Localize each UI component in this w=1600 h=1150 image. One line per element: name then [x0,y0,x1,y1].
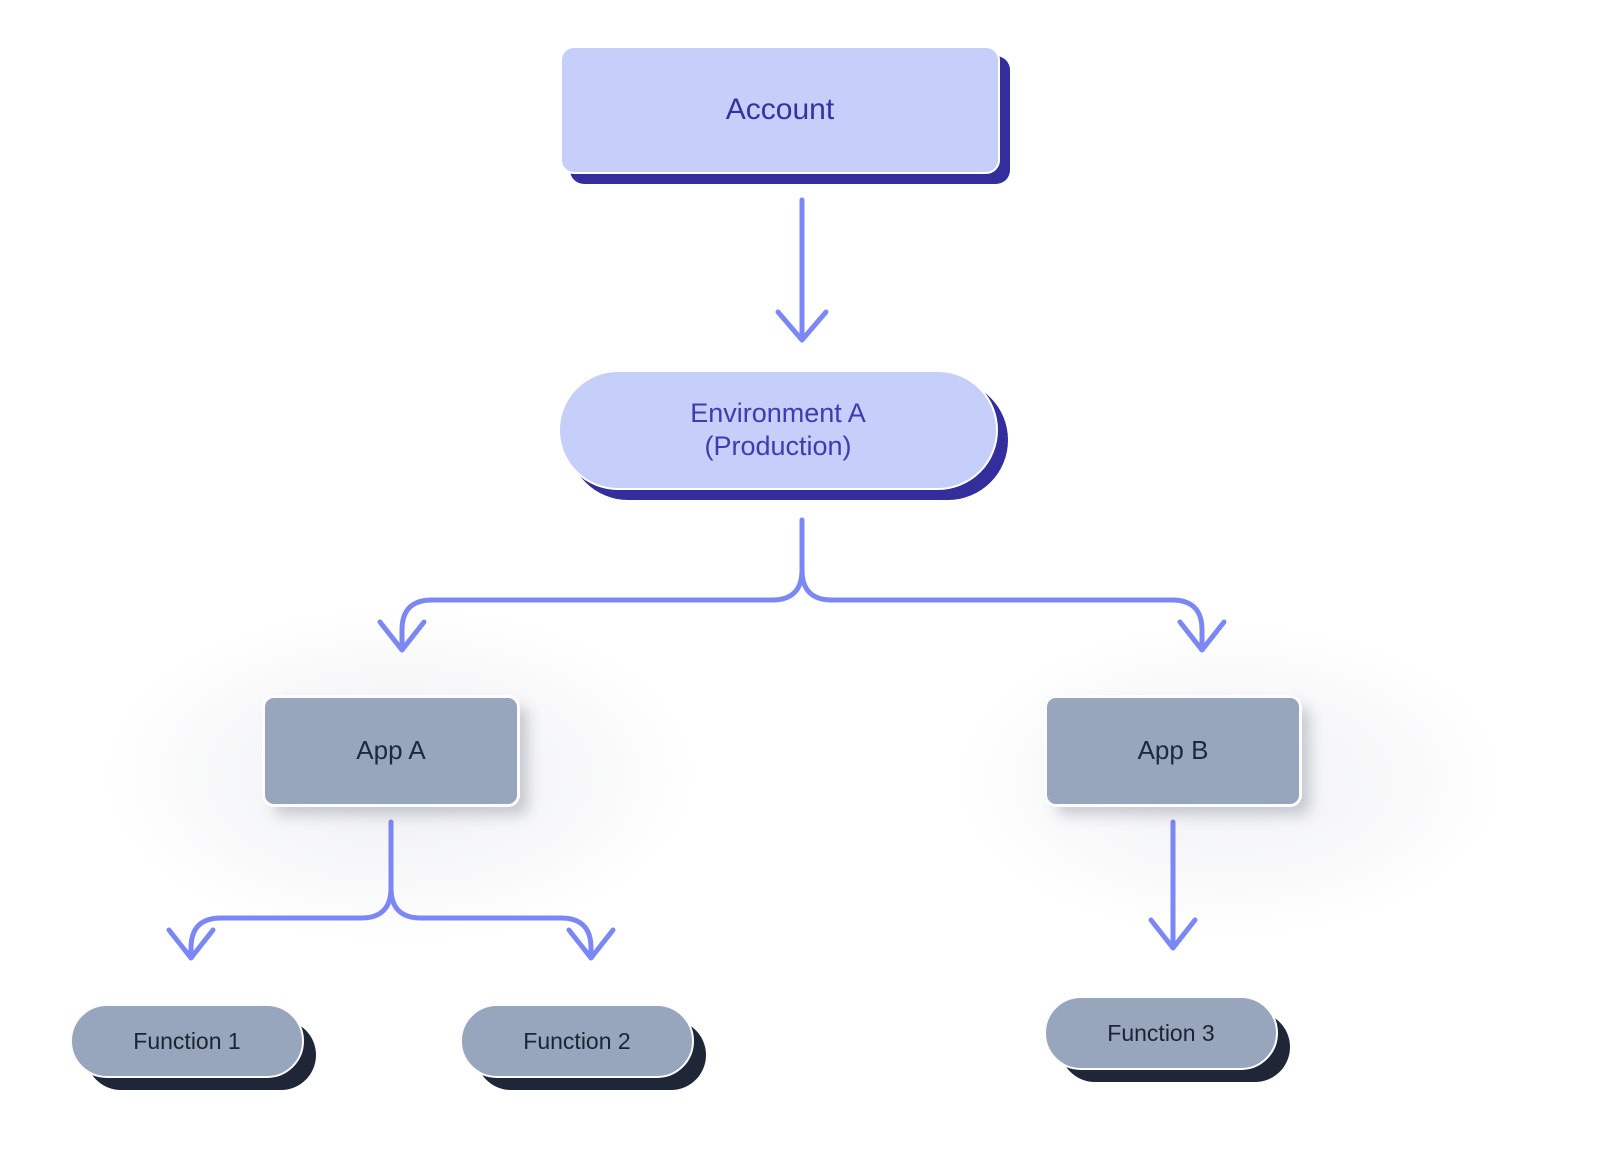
node-environment-a[interactable]: Environment A (Production) [558,370,998,490]
node-app-b[interactable]: App B [1044,695,1302,807]
node-function-2-label: Function 2 [523,1027,631,1054]
edge-environment-a-to-app-b [799,567,1227,653]
node-function-1-label: Function 1 [133,1027,241,1054]
edge-app-b-to-function-3 [1148,819,1198,951]
node-function-3-label: Function 3 [1107,1019,1215,1046]
node-app-b-label: App B [1137,735,1209,766]
edge-environment-a-to-app-a [377,517,805,653]
edge-account-to-environment-a [775,197,829,343]
node-app-a[interactable]: App A [262,695,520,807]
node-function-3[interactable]: Function 3 [1044,996,1278,1070]
node-app-a-label: App A [356,735,426,766]
node-function-1[interactable]: Function 1 [70,1004,304,1078]
node-environment-a-label-line1: Environment A [690,398,866,429]
node-function-2[interactable]: Function 2 [460,1004,694,1078]
edge-app-a-to-function-2 [388,885,616,961]
node-account[interactable]: Account [560,46,1000,174]
edge-app-a-to-function-1 [166,819,394,961]
node-environment-a-label-line2: (Production) [704,431,852,461]
node-account-label: Account [725,92,835,126]
